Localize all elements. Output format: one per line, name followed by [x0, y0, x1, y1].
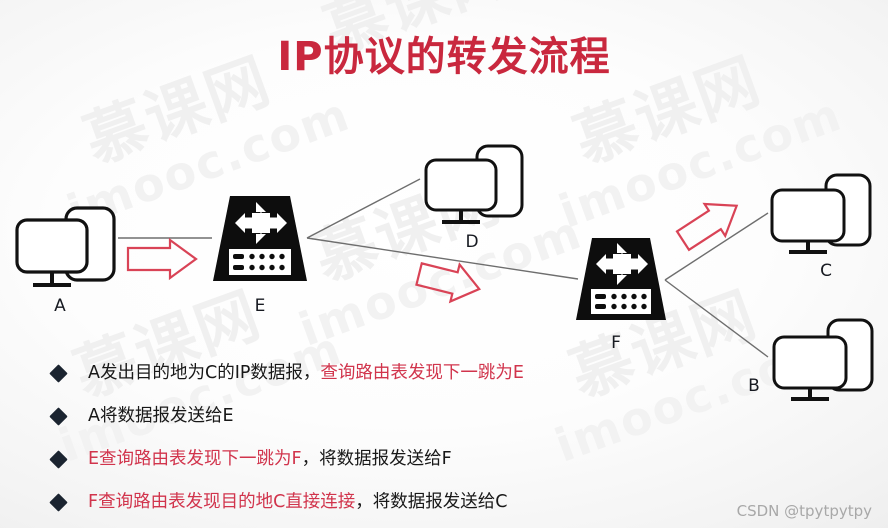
node-label-a: A: [54, 296, 66, 316]
flow-arrow-e-to-f: [415, 262, 482, 304]
link-f-c: [664, 212, 769, 281]
list-item: A发出目的地为C的IP数据报，查询路由表发现下一跳为E: [0, 352, 888, 395]
node-f-router-icon[interactable]: [576, 238, 666, 320]
node-label-c: C: [820, 261, 832, 281]
csdn-attribution: CSDN @tpytpytpy: [736, 502, 872, 520]
link-e-f: [306, 237, 579, 280]
flow-arrow-f-to-c: [675, 202, 739, 252]
step-text-plain: ，将数据报发送给C: [355, 491, 508, 512]
step-text: A发出目的地为C的IP数据报，查询路由表发现下一跳为E: [88, 362, 524, 383]
step-text: F查询路由表发现目的地C直接连接，将数据报发送给C: [88, 491, 508, 512]
diamond-bullet-icon: [49, 492, 68, 512]
page-title: IP协议的转发流程: [277, 34, 611, 80]
node-label-f: F: [611, 333, 621, 353]
diamond-bullet-icon: [49, 449, 68, 469]
network-topology-diagram: [15, 144, 874, 401]
router-four-way-arrow-icon: [596, 243, 648, 285]
diamond-bullet-icon: [49, 406, 68, 426]
diamond-bullet-icon: [49, 363, 68, 383]
step-text: A将数据报发送给E: [88, 405, 234, 426]
list-item: A将数据报发送给E: [0, 395, 888, 438]
step-text-highlight: E查询路由表发现下一跳为F: [88, 448, 302, 469]
list-item: F查询路由表发现目的地C直接连接，将数据报发送给C: [0, 481, 888, 524]
router-led-row: [233, 253, 285, 271]
node-b-computer-icon[interactable]: [772, 318, 874, 401]
node-label-e: E: [254, 296, 266, 316]
node-c-computer-icon[interactable]: [770, 173, 872, 254]
node-e-router-icon[interactable]: [213, 196, 307, 281]
steps-list: A发出目的地为C的IP数据报，查询路由表发现下一跳为E A将数据报发送给E E查…: [0, 352, 888, 524]
step-text-plain: A发出目的地为C的IP数据报，: [88, 362, 321, 383]
step-text-highlight: F查询路由表发现目的地C直接连接: [88, 491, 356, 512]
router-four-way-arrow-icon: [235, 202, 287, 244]
list-item: E查询路由表发现下一跳为F，将数据报发送给F: [0, 438, 888, 481]
node-label-d: D: [465, 232, 479, 252]
flow-arrow-a-to-e: [126, 237, 198, 281]
node-d-computer-icon[interactable]: [424, 144, 524, 224]
step-text-plain: ，将数据报发送给F: [301, 448, 452, 469]
link-e-d: [306, 178, 421, 239]
link-f-b: [664, 279, 769, 358]
step-text-highlight: 查询路由表发现下一跳为E: [320, 362, 524, 383]
node-a-computer-icon[interactable]: [15, 206, 116, 287]
router-led-row: [595, 293, 647, 310]
node-label-b: B: [748, 376, 760, 396]
topology-links: [118, 178, 769, 358]
step-text-plain: A将数据报发送给E: [88, 405, 234, 426]
step-text: E查询路由表发现下一跳为F，将数据报发送给F: [88, 448, 452, 469]
